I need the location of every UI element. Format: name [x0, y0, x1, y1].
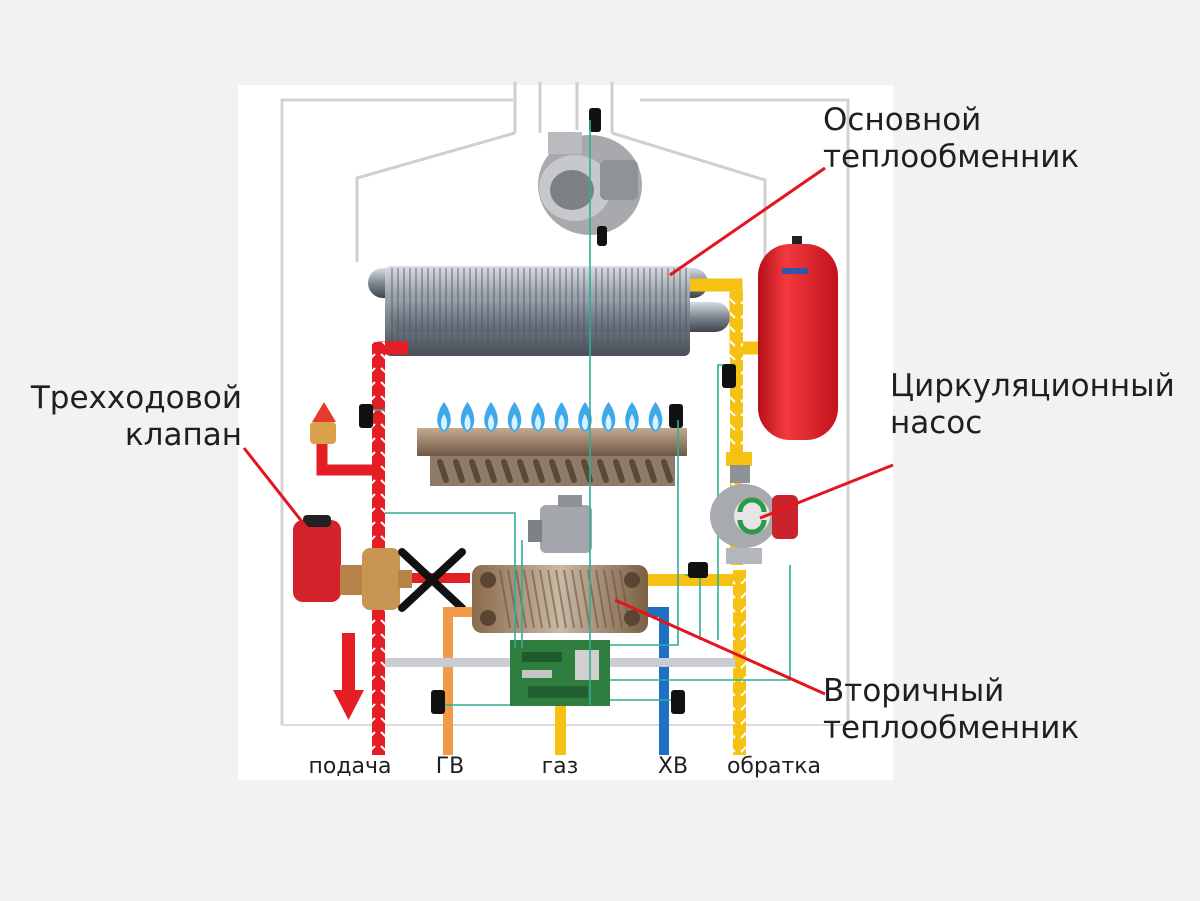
label-pump-line1: Циркуляционный — [890, 368, 1175, 404]
leader-lines — [242, 166, 894, 696]
label-valve-line1: Трехходовой — [30, 380, 242, 416]
housing-outline-left — [280, 98, 513, 725]
label-secondary-hx-line2: теплообменник — [823, 710, 1080, 746]
three-way-valve — [293, 515, 412, 610]
blocked-path-cross-icon — [398, 548, 466, 612]
temperature-sensors — [359, 364, 736, 714]
expansion-tank — [758, 236, 838, 440]
leader-circulation-pump — [759, 463, 894, 520]
safety-valve — [310, 402, 336, 444]
gas-valve — [528, 495, 592, 553]
label-secondary-heat-exchanger: Вторичный теплообменник — [823, 673, 1079, 747]
port-label-cold-water: ХВ — [657, 754, 689, 779]
main-heat-exchanger — [368, 266, 730, 356]
port-label-hot-water: ГВ — [435, 754, 465, 779]
label-secondary-hx-line1: Вторичный — [823, 673, 1005, 709]
port-label-gas: газ — [541, 754, 579, 779]
secondary-heat-exchanger — [472, 565, 648, 633]
label-main-hx-line2: теплообменник — [823, 139, 1080, 175]
label-main-heat-exchanger: Основной теплообменник — [823, 102, 1079, 176]
burner — [417, 402, 687, 486]
label-three-way-valve: Трехходовой клапан — [28, 380, 242, 454]
hot-water-pipe — [443, 607, 472, 755]
label-circulation-pump: Циркуляционный насос — [890, 368, 1175, 442]
leader-main-heat-exchanger — [669, 166, 826, 277]
label-pump-line2: насос — [890, 405, 983, 441]
cold-water-pipe — [648, 607, 669, 755]
control-board — [510, 640, 610, 706]
housing-outline-right — [640, 98, 850, 725]
supply-direction-arrow-icon — [333, 633, 364, 720]
port-label-supply: подача — [308, 754, 392, 779]
leader-three-way-valve — [242, 447, 309, 529]
label-main-hx-line1: Основной — [823, 102, 982, 138]
flue-pipes — [355, 82, 767, 262]
sensor-wires — [365, 120, 791, 706]
leader-secondary-heat-exchanger — [614, 598, 826, 696]
label-valve-line2: клапан — [124, 417, 242, 453]
port-label-return: обратка — [726, 754, 822, 779]
